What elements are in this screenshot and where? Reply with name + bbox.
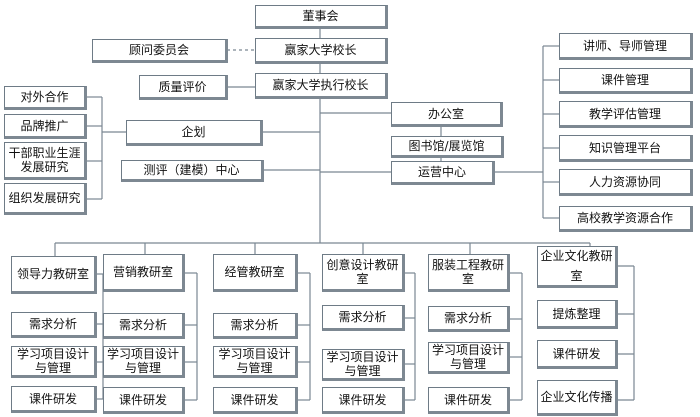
operations-sub-item: 人力资源协同 <box>559 169 693 196</box>
planning-sub-item: 对外合作 <box>4 86 87 110</box>
lab-task-box: 课件研发 <box>322 387 405 414</box>
planning-sub-item: 干部职业生涯发展研究 <box>4 142 87 180</box>
culture-task-box: 企业文化传播 <box>537 380 618 416</box>
lab-task-box: 课件研发 <box>213 387 298 414</box>
planning-sub-item: 组织发展研究 <box>4 183 87 215</box>
lab-task-box: 需求分析 <box>103 313 185 339</box>
lab-management-box: 经管教研室 <box>213 254 298 292</box>
lab-task-box: 学习项目设计与管理 <box>103 346 185 378</box>
board-label: 董事会 <box>302 9 339 23</box>
advisory-committee-label: 顾问委员会 <box>128 43 189 57</box>
lab-task-box: 需求分析 <box>322 305 405 331</box>
library-label: 图书馆/展览馆 <box>408 139 485 153</box>
advisory-committee-box: 顾问委员会 <box>92 39 228 63</box>
lab-task-box: 课件研发 <box>11 386 97 413</box>
assessment-center-label: 测评（建模）中心 <box>143 163 240 177</box>
planning-sub-item: 品牌推广 <box>4 114 87 139</box>
president-box: 嬴家大学校长 <box>255 38 388 64</box>
lab-corporate-culture-box: 企业文化教研室 <box>537 246 618 288</box>
lab-garment-engineering-box: 服装工程教研室 <box>428 254 510 292</box>
president-label: 嬴家大学校长 <box>284 43 357 57</box>
executive-president-label: 嬴家大学执行校长 <box>272 78 369 92</box>
lab-task-box: 需求分析 <box>11 312 97 338</box>
lab-leadership-box: 领导力教研室 <box>11 256 97 294</box>
lab-task-box: 需求分析 <box>428 306 510 332</box>
lab-marketing-box: 营销教研室 <box>103 254 185 292</box>
planning-label: 企划 <box>181 125 206 139</box>
lab-task-box: 学习项目设计与管理 <box>213 346 298 378</box>
operations-sub-item: 知识管理平台 <box>559 135 693 162</box>
culture-task-box: 提炼整理 <box>537 300 618 329</box>
lab-task-box: 学习项目设计与管理 <box>322 349 405 381</box>
quality-evaluation-label: 质量评价 <box>158 79 207 94</box>
operations-sub-item: 教学评估管理 <box>559 101 693 128</box>
operations-sub-item: 高校教学资源合作 <box>559 206 693 232</box>
operations-center-label: 运营中心 <box>417 165 466 179</box>
office-box: 办公室 <box>391 102 503 127</box>
board-box: 董事会 <box>255 5 388 29</box>
operations-sub-item: 讲师、导师管理 <box>559 33 693 60</box>
lab-task-box: 课件研发 <box>428 387 510 414</box>
lab-creative-design-box: 创意设计教研室 <box>322 254 405 292</box>
executive-president-box: 嬴家大学执行校长 <box>255 73 388 99</box>
operations-center-box: 运营中心 <box>391 161 495 185</box>
lab-task-box: 需求分析 <box>213 313 298 339</box>
library-box: 图书馆/展览馆 <box>391 136 504 158</box>
operations-sub-item: 课件管理 <box>559 68 693 94</box>
quality-evaluation-box: 质量评价 <box>139 75 228 100</box>
office-label: 办公室 <box>427 106 464 121</box>
lab-task-box: 学习项目设计与管理 <box>428 342 510 374</box>
planning-box: 企划 <box>126 120 263 146</box>
lab-task-box: 学习项目设计与管理 <box>11 346 97 378</box>
culture-task-box: 课件研发 <box>537 340 618 369</box>
lab-task-box: 课件研发 <box>103 387 185 414</box>
assessment-center-box: 测评（建模）中心 <box>121 160 264 182</box>
